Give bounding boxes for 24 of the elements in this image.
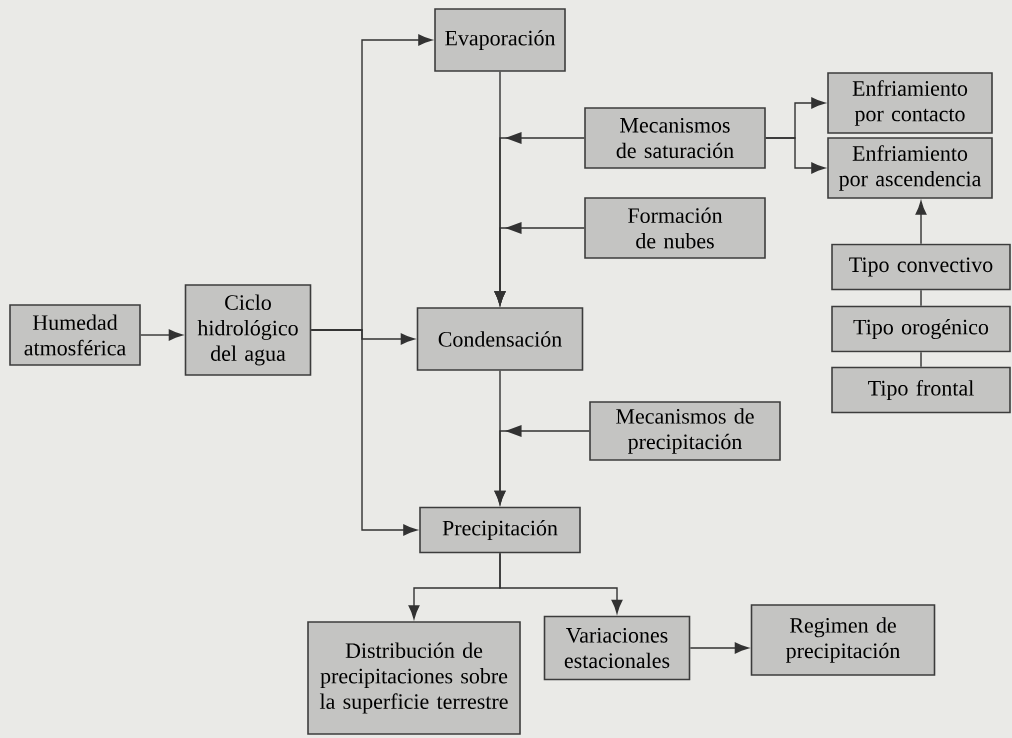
arrow: [499, 552, 623, 614]
arrow: [310, 329, 418, 536]
process-box: Humedad atmosférica: [9, 304, 141, 366]
process-box: Ciclo hidrológico del agua: [184, 284, 312, 376]
process-box: Condensación: [416, 307, 584, 371]
process-box: Tipo convectivo: [831, 243, 1011, 291]
arrow: [140, 329, 183, 341]
process-box: Mecanismos de saturación: [584, 107, 766, 169]
process-box: Mecanismos de precipitación: [589, 401, 781, 461]
process-box: Tipo orogénico: [831, 305, 1011, 353]
process-box: Enfriamiento por contacto: [827, 72, 993, 134]
process-box: Distribución de precipitaciones sobre la superficie terrestre: [307, 621, 521, 735]
process-box: Tipo frontal: [831, 366, 1011, 414]
arrow: [915, 201, 927, 245]
process-box: Precipitación: [419, 506, 581, 554]
arrow: [765, 137, 826, 174]
arrow: [494, 425, 590, 505]
process-box: Enfriamiento por ascendencia: [827, 137, 993, 199]
process-box: Variaciones estacionales: [543, 615, 691, 681]
arrow: [494, 222, 585, 306]
process-box: Regimen de precipitación: [750, 604, 936, 676]
process-box: Formación de nubes: [584, 197, 766, 259]
process-box: Evaporación: [434, 8, 566, 72]
arrow: [689, 642, 749, 654]
